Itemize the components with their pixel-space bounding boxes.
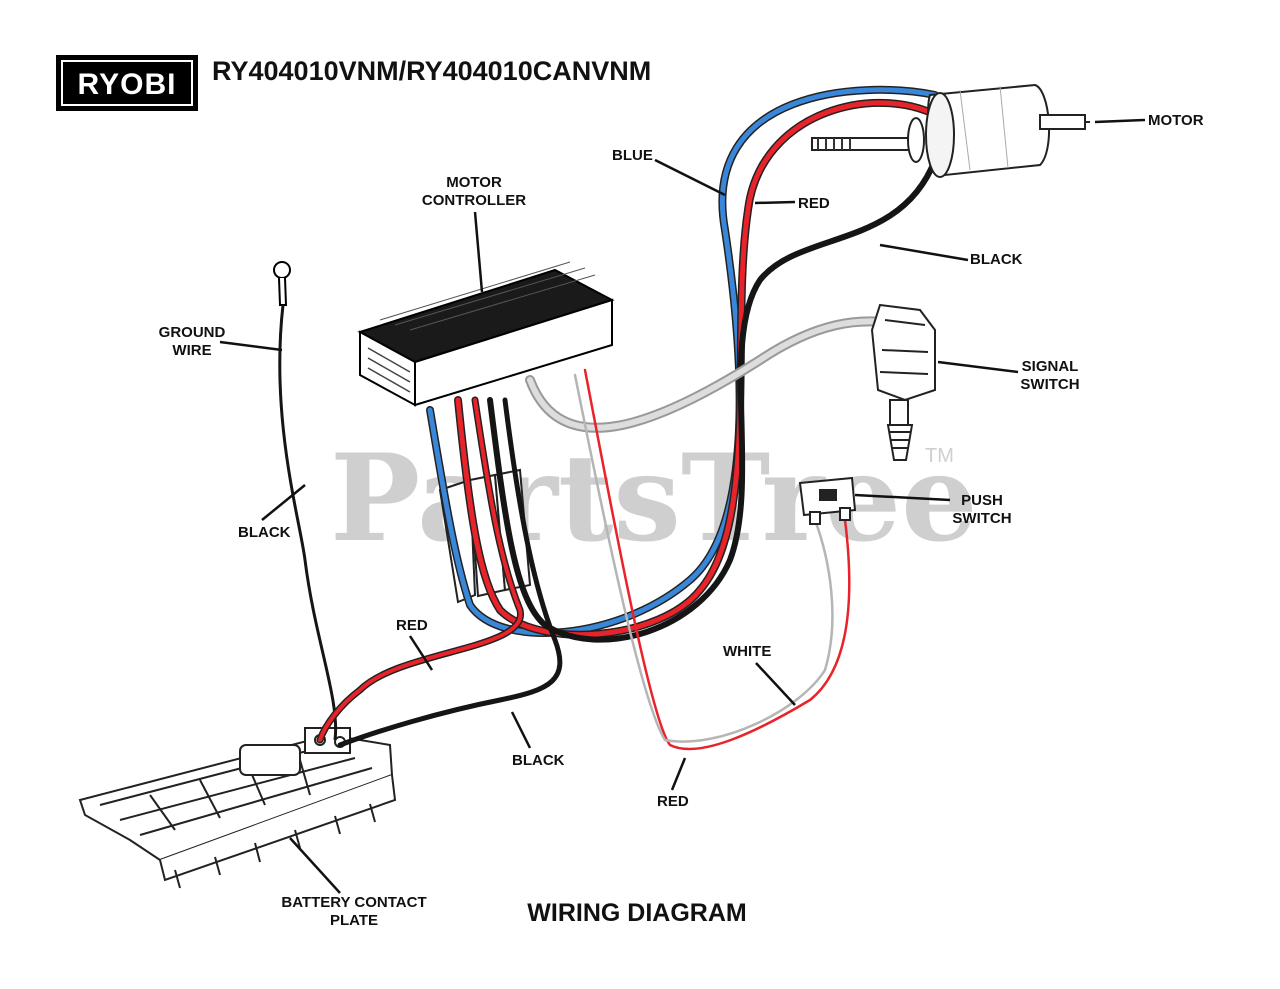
ryobi-logo: RYOBI [56, 55, 198, 111]
label-white: WHITE [723, 643, 771, 660]
label-red-mid: RED [396, 617, 428, 634]
label-black-top: BLACK [970, 251, 1023, 268]
brand-text: RYOBI [78, 68, 177, 101]
wires [316, 85, 949, 751]
label-ground-wire-2: WIRE [172, 342, 211, 359]
label-blue: BLUE [612, 147, 653, 164]
label-ground-wire-1: GROUND [159, 324, 226, 341]
watermark-text: PartsTree [330, 428, 977, 569]
label-push-switch-2: SWITCH [952, 510, 1011, 527]
label-push-switch-1: PUSH [961, 492, 1003, 509]
signal-switch [870, 303, 936, 461]
motor [811, 83, 1090, 178]
label-red-top: RED [798, 195, 830, 212]
label-battery-plate-2: PLATE [330, 912, 378, 929]
leader-lines [219, 118, 1146, 894]
label-battery-plate-1: BATTERY CONTACT [281, 894, 426, 911]
label-black-left: BLACK [238, 524, 291, 541]
motor-controller [357, 261, 615, 407]
label-black-bottom: BLACK [512, 752, 565, 769]
black-motor-wire [487, 157, 938, 643]
push-switch [798, 476, 857, 525]
label-signal-switch-1: SIGNAL [1022, 358, 1079, 375]
diagram-caption: WIRING DIAGRAM [527, 899, 746, 927]
battery-contact-plate [78, 727, 397, 889]
red-push-wire [583, 368, 851, 751]
watermark-tm: TM [925, 445, 954, 467]
label-motor: MOTOR [1148, 112, 1204, 129]
label-signal-switch-2: SWITCH [1020, 376, 1079, 393]
label-motor-controller-2: CONTROLLER [422, 192, 526, 209]
black-battery-wire [337, 397, 563, 748]
white-push-wire [573, 373, 834, 743]
label-red-bottom: RED [657, 793, 689, 810]
label-motor-controller-1: MOTOR [446, 174, 502, 191]
ground-wire [273, 261, 338, 741]
model-title: RY404010VNM/RY404010CANVNM [212, 56, 651, 86]
